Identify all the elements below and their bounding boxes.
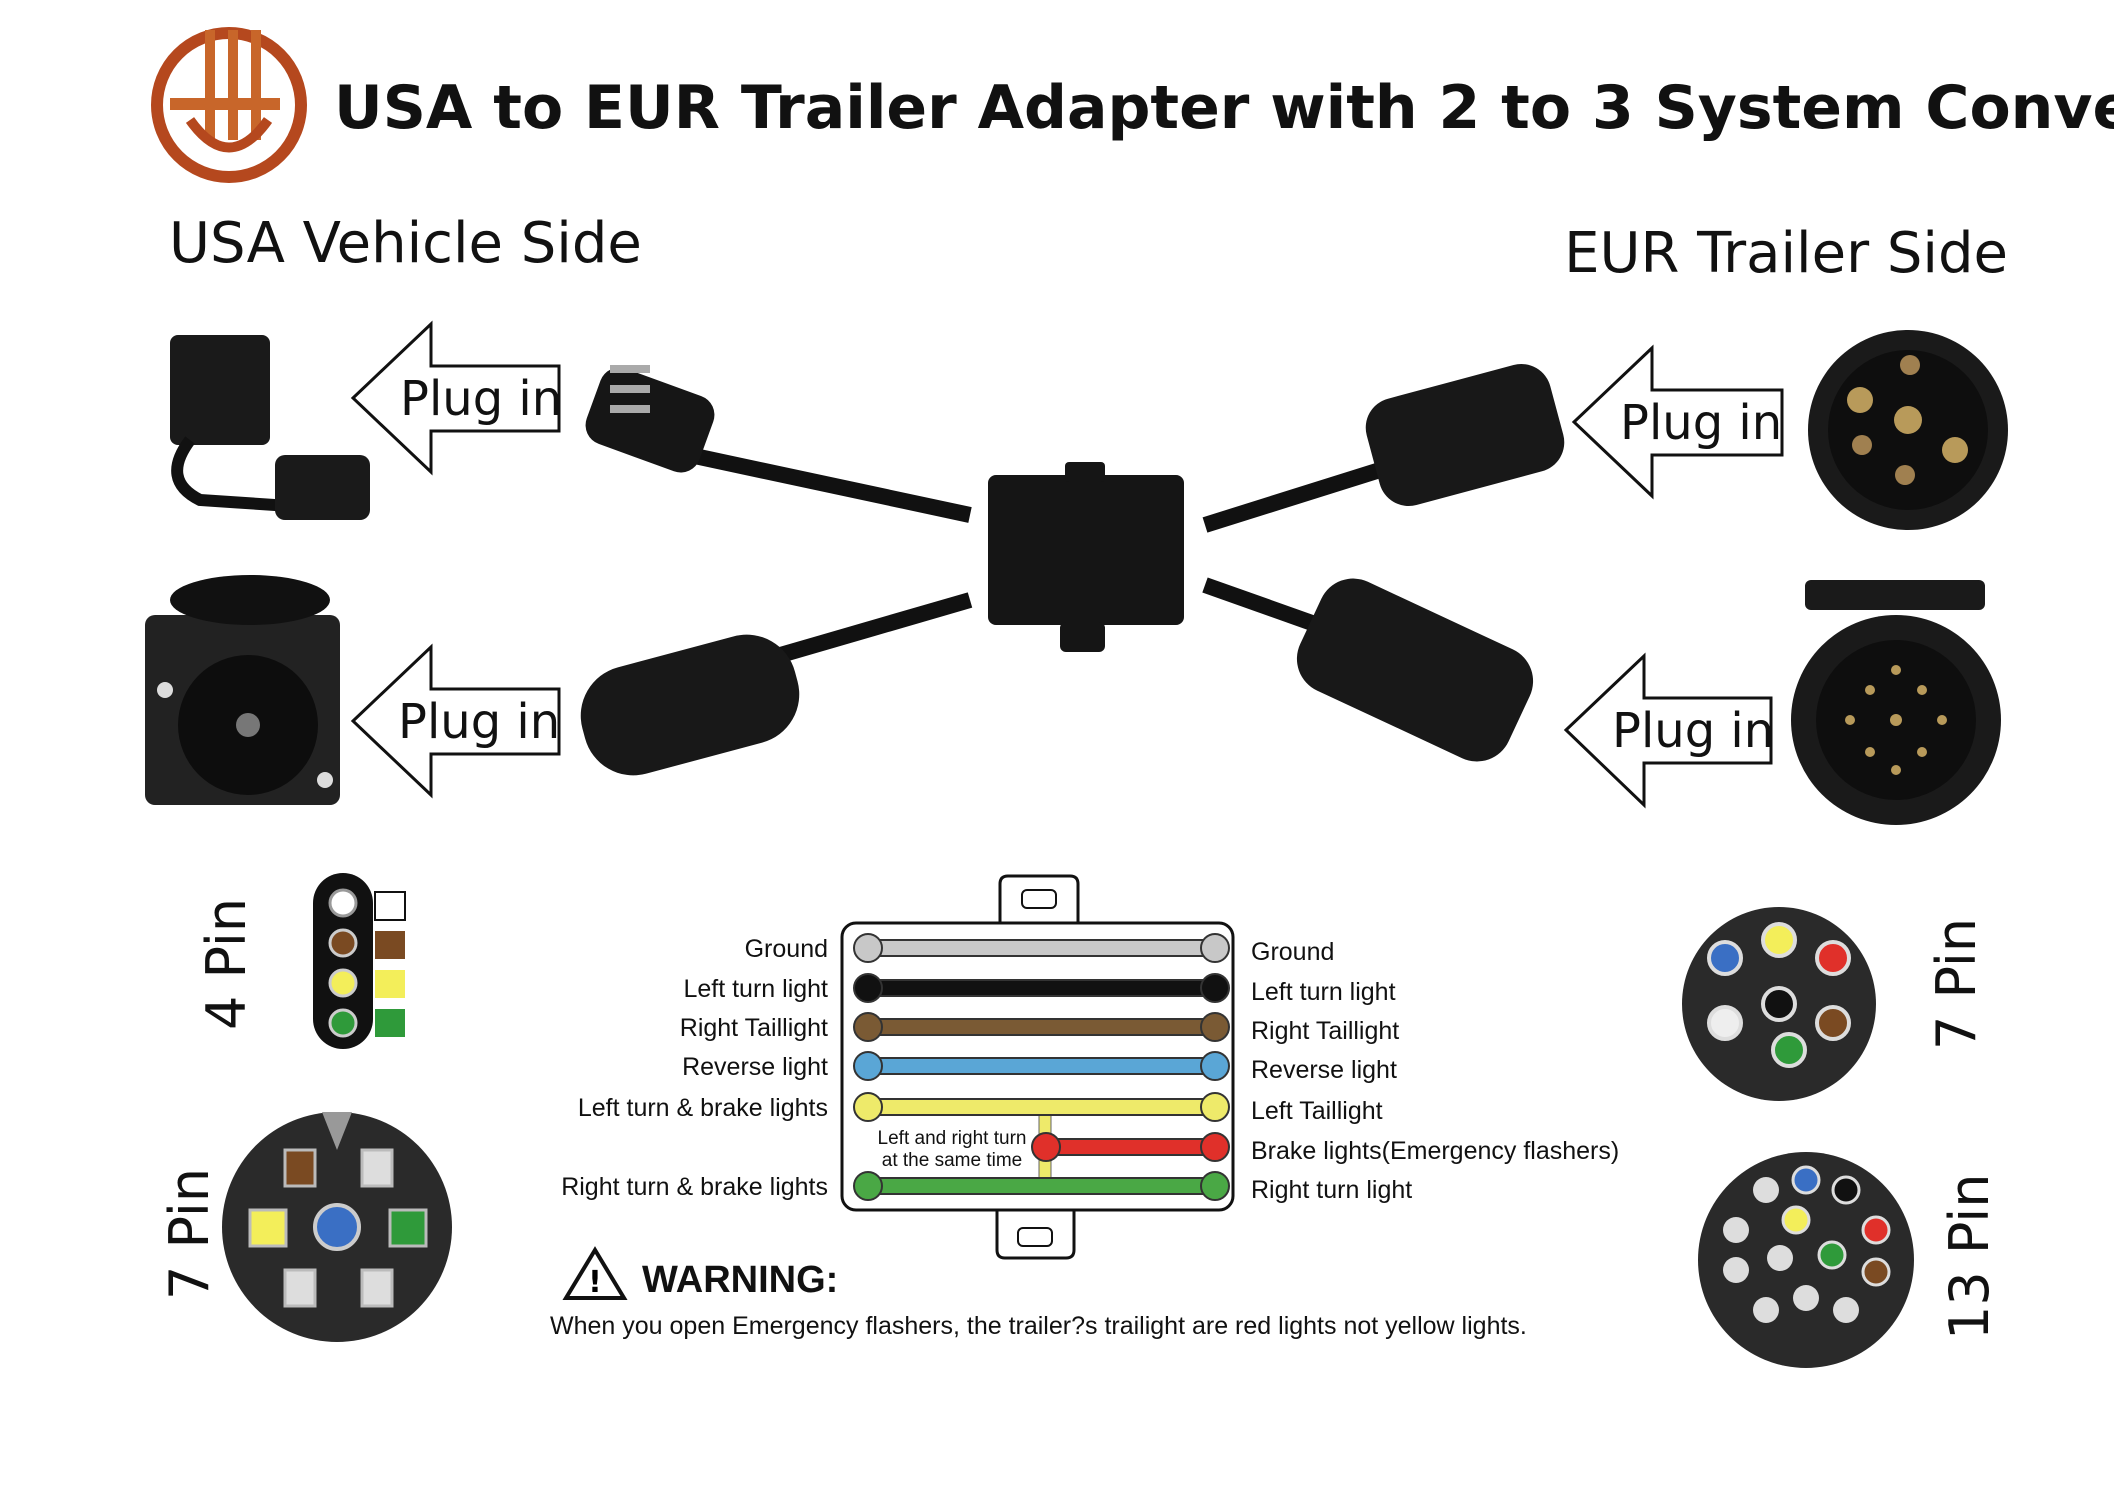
usa-7pin-diagram xyxy=(222,1112,452,1342)
warning-section: ! WARNING: When you open Emergency flash… xyxy=(550,1246,1527,1340)
usa-4pin-diagram xyxy=(313,873,406,1049)
wire-2 xyxy=(853,1012,1230,1042)
wire-terminal xyxy=(853,933,883,963)
left-wire-label: Right Taillight xyxy=(680,1014,828,1042)
wire-terminal xyxy=(1200,1092,1230,1122)
warning-text: When you open Emergency flashers, the tr… xyxy=(550,1312,1527,1340)
eur-13pin-label: 13 Pin xyxy=(1938,1174,2001,1340)
wire-1 xyxy=(853,973,1230,1003)
wire-terminal xyxy=(853,1051,883,1081)
usa-4pin-label: 4 Pin xyxy=(195,898,258,1030)
right-wire-label: Reverse light xyxy=(1251,1056,1397,1084)
wiring-note-line2: at the same time xyxy=(882,1150,1022,1171)
plug-in-arrow-eur-7pin: Plug in xyxy=(1571,344,1784,500)
eur-13pin-socket-photo xyxy=(1791,580,2001,825)
wire-terminal xyxy=(853,1092,883,1122)
wire-terminal xyxy=(853,1171,883,1201)
wire-terminal xyxy=(1200,973,1230,1003)
wire-terminal xyxy=(1200,1171,1230,1201)
eur-trailer-side-label: EUR Trailer Side xyxy=(1564,221,2008,286)
plug-in-arrow-usa-7pin: Plug in xyxy=(350,643,561,799)
right-wire-label: Left turn light xyxy=(1251,978,1396,1006)
wire-terminal xyxy=(1200,1012,1230,1042)
right-wire-label: Right Taillight xyxy=(1251,1017,1399,1045)
right-wire-label: Right turn light xyxy=(1251,1176,1412,1204)
left-wire-label: Right turn & brake lights xyxy=(561,1173,828,1201)
wire-terminal xyxy=(1200,1132,1230,1162)
eur-7pin-label: 7 Pin xyxy=(1925,918,1988,1050)
wire-terminal xyxy=(1031,1132,1061,1162)
eur-7pin-diagram xyxy=(1682,907,1876,1101)
wire-4 xyxy=(853,1092,1230,1122)
usa-7pin-label: 7 Pin xyxy=(158,1168,221,1300)
brand-logo xyxy=(151,27,307,183)
wire-6 xyxy=(853,1171,1230,1201)
warning-triangle-icon: ! xyxy=(562,1246,628,1300)
svg-text:Plug in: Plug in xyxy=(400,371,562,427)
left-wire-label: Left turn & brake lights xyxy=(578,1094,828,1122)
usa-4pin-connector-photo xyxy=(170,335,370,520)
warning-heading: WARNING: xyxy=(642,1259,838,1301)
wiring-note-line1: Left and right turn xyxy=(878,1128,1027,1149)
wire-0 xyxy=(853,933,1230,963)
wire-terminal xyxy=(1200,1051,1230,1081)
plug-in-arrow-usa-4pin: Plug in xyxy=(350,320,562,476)
eur-13pin-diagram xyxy=(1698,1152,1914,1368)
wire-terminal xyxy=(853,1012,883,1042)
eur-7pin-socket-photo xyxy=(1808,330,2008,530)
wiring-diagram: Left and right turn at the same time Gro… xyxy=(561,874,1619,1260)
left-wire-label: Reverse light xyxy=(682,1053,828,1081)
wire-terminal xyxy=(853,973,883,1003)
right-wire-label: Ground xyxy=(1251,938,1334,966)
adapter-converter-photo xyxy=(580,364,1565,776)
right-wire-label: Brake lights(Emergency flashers) xyxy=(1251,1137,1619,1165)
svg-text:!: ! xyxy=(588,1265,602,1300)
svg-text:Plug in: Plug in xyxy=(1620,395,1782,451)
left-wire-label: Left turn light xyxy=(683,975,828,1003)
svg-text:Plug in: Plug in xyxy=(398,694,560,750)
left-wire-label: Ground xyxy=(745,935,828,963)
wire-terminal xyxy=(1200,933,1230,963)
usa-vehicle-side-label: USA Vehicle Side xyxy=(169,211,642,276)
plug-in-arrow-eur-13pin: Plug in xyxy=(1563,652,1774,809)
page-title: USA to EUR Trailer Adapter with 2 to 3 S… xyxy=(334,73,2114,143)
wire-5 xyxy=(1031,1132,1230,1162)
svg-text:Plug in: Plug in xyxy=(1612,703,1774,759)
right-wire-label: Left Taillight xyxy=(1251,1097,1383,1125)
usa-7pin-socket-photo xyxy=(145,575,340,805)
wire-3 xyxy=(853,1051,1230,1081)
